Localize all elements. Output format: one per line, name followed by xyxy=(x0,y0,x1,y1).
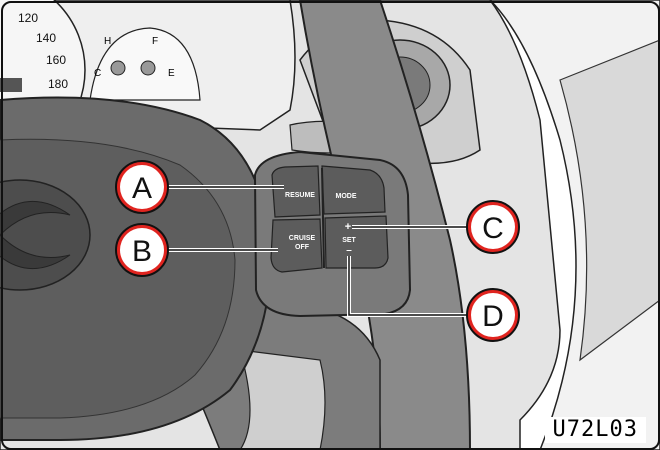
callout-c: C xyxy=(466,200,520,254)
fuel-gauge-hub xyxy=(140,60,156,76)
callout-d-leader xyxy=(348,256,470,316)
set-label: SET xyxy=(342,237,356,244)
door-trim xyxy=(559,39,660,362)
off-label: OFF xyxy=(295,244,310,251)
gauge-label-full: F xyxy=(152,36,158,47)
callout-a: A xyxy=(115,160,169,214)
gauge-label-hot: H xyxy=(104,36,111,47)
mode-button[interactable] xyxy=(321,165,386,215)
callout-d: D xyxy=(466,288,520,342)
set-toggle[interactable] xyxy=(324,215,389,269)
speed-tick: 180 xyxy=(48,77,68,91)
callout-a-letter: A xyxy=(132,172,152,205)
gauge-label-empty: E xyxy=(168,68,175,79)
cruise-off-button[interactable] xyxy=(270,218,323,273)
callout-d-letter: D xyxy=(482,300,504,333)
callout-b: B xyxy=(115,223,169,277)
steering-wheel-spoke xyxy=(239,349,326,450)
mode-label: MODE xyxy=(336,193,357,200)
speed-tick: 140 xyxy=(36,31,56,45)
gauge-label-cold: C xyxy=(94,68,101,79)
speed-tick: 160 xyxy=(46,53,66,67)
speed-tick: 120 xyxy=(18,11,38,25)
resume-button[interactable] xyxy=(271,165,321,218)
cruise-label: CRUISE xyxy=(289,235,316,242)
callout-c-letter: C xyxy=(482,212,504,245)
temp-gauge-hub xyxy=(110,60,126,76)
callout-b-letter: B xyxy=(132,235,152,268)
switch-divider xyxy=(321,167,325,269)
resume-label: RESUME xyxy=(285,192,315,199)
minus-label: – xyxy=(346,245,352,256)
plus-label: + xyxy=(345,221,351,233)
figure-code-label: U72L03 xyxy=(544,417,646,443)
odometer-display xyxy=(0,78,22,92)
brand-emblem-mark xyxy=(0,200,71,270)
